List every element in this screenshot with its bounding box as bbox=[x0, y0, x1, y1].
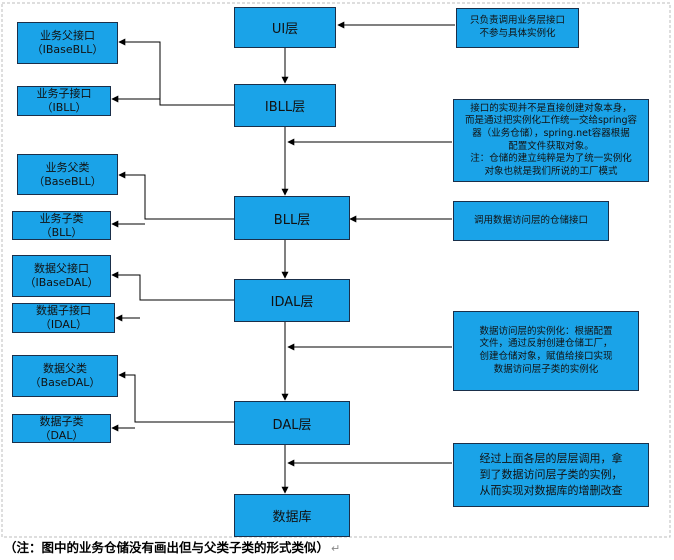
ibll-interface-box: 业务子接口 （IBLL） bbox=[17, 86, 111, 116]
note-ui-layer: 只负责调用业务层接口 不参与具体实例化 bbox=[456, 8, 579, 48]
basedal-box: 数据父类 （BaseDAL） bbox=[12, 355, 118, 397]
note-bll-layer: 调用数据访问层的仓储接口 bbox=[453, 201, 609, 241]
dal-class-box: 数据子类 （DAL） bbox=[12, 414, 111, 443]
bll-layer-box: BLL层 bbox=[234, 196, 350, 240]
idal-interface-box: 数据子接口 （IDAL） bbox=[12, 303, 115, 333]
arrow-bll-to-basebll bbox=[118, 171, 234, 220]
ibasedal-box: 数据父接口 （IBaseDAL） bbox=[12, 255, 111, 297]
basebll-box: 业务父类 （BaseBLL） bbox=[17, 154, 118, 195]
footnote: （注：图中的业务仓储没有画出但与父类子类的形式类似）↵ bbox=[4, 540, 341, 555]
database-box: 数据库 bbox=[234, 494, 350, 537]
arrow-ibll-to-ibasebll bbox=[118, 38, 234, 106]
note-idal-layer: 数据访问层的实例化：根据配置 文件，通过反射创建仓储工厂， 创建仓储对象，赋值给… bbox=[453, 311, 639, 391]
idal-layer-box: IDAL层 bbox=[234, 279, 350, 322]
arrow-dal-to-basedal bbox=[118, 371, 234, 423]
ui-layer-box: UI层 bbox=[234, 7, 336, 48]
note-dal-layer: 经过上面各层的层层调用，拿 到了数据访问层子类的实例， 从而实现对数据库的增删改… bbox=[453, 443, 649, 507]
arrow-idal-to-ibasedal bbox=[111, 271, 234, 301]
diagram-frame bbox=[1, 2, 671, 538]
ibll-layer-box: IBLL层 bbox=[234, 84, 336, 127]
dal-layer-box: DAL层 bbox=[234, 401, 350, 445]
paragraph-mark-icon: ↵ bbox=[331, 542, 341, 555]
ibasebll-box: 业务父接口 （IBaseBLL） bbox=[17, 22, 118, 64]
note-ibll-layer: 接口的实现并不是直接创建对象本身， 而是通过把实例化工作统一交给spring容 … bbox=[453, 99, 649, 182]
bll-class-box: 业务子类 （BLL） bbox=[12, 211, 111, 240]
